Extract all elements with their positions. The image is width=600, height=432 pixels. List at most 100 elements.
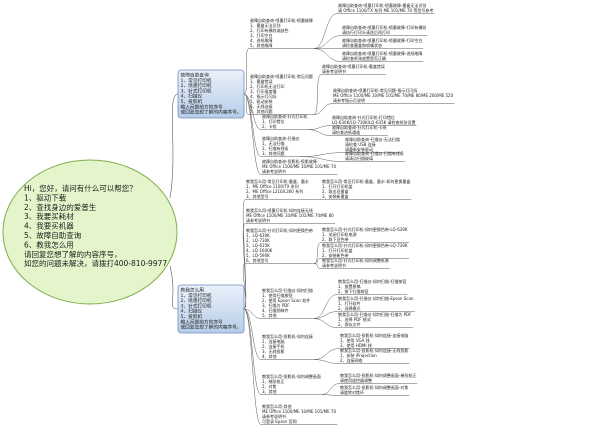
root-text-line: 请回复您想了解的内容序号，: [24, 249, 122, 259]
topic-node-text-line: 2、扫描有线条: [262, 145, 289, 151]
subtopic-node-text-line: 教我怎么用-投影机-如何连接-无线投影: [340, 347, 408, 353]
subtopic-node-text-line: 2、使用 HDMI 线: [340, 342, 372, 348]
subtopic-node[interactable]: 故障自助查询-喷墨打印机-喷墨故障-打印有横纹请执行打印头清洗后再打印: [341, 24, 428, 36]
subtopic-node[interactable]: 教我怎么用-投影机-如何调整画面-对焦请旋转对焦环: [339, 384, 410, 396]
subtopic-node-text-line: 故障自助查询-喷墨打印机-喷墨故障-打印有横纹: [342, 24, 426, 30]
topic-node-text-line: 故障自助查询-喷墨打印机-喷墨故障: [250, 17, 313, 23]
branch-text-line: 1、常见打印机: [181, 292, 212, 299]
subtopic-node-text: 故障自助查询-喷墨打印机-喷墨故障-打印有横纹请执行打印头清洗后再打印: [342, 24, 426, 35]
root-text-line: 如您的问题未解决，请拨打400-810-9977: [24, 258, 167, 268]
root-text-line: 3、我要买耗材: [24, 211, 74, 221]
topic-node-text-line: 请参考说明书: [262, 168, 286, 174]
subtopic-node-text-line: 教我怎么用-投影机-如何调整画面-对焦: [340, 384, 408, 390]
subtopic-node-text-line: 请使用遥控器调整: [340, 377, 372, 383]
connector-line: [313, 263, 322, 269]
topic-node-text-line: 可登录 Epson 官网: [262, 418, 297, 424]
topic-node-text-line: 教我怎么用-投影机-如何调整画面: [262, 373, 321, 379]
topic-node-text-line: 2、使用 Epson Scan 软件: [262, 297, 310, 303]
topic-node-text-line: 3、扫描为 PDF: [262, 302, 290, 308]
subtopic-node[interactable]: 故障自助查询-喷墨打印机-喷墨故障-进纸故障请检查纸张放置是否正确: [341, 50, 424, 62]
subtopic-node-text: 教我怎么用-投影机-如何调整画面-对焦请旋转对焦环: [340, 384, 408, 395]
topic-node-text-line: 5、其他: [262, 312, 277, 318]
branch-text-line: 5、投影机: [181, 98, 203, 105]
subtopic-node[interactable]: 故障自助查询-喷墨打印机-墨盒错误请参考说明书: [321, 63, 386, 75]
topic-node-text-line: 教我怎么用-喷墨打印机-如何连接无线: [246, 207, 313, 213]
subtopic-node[interactable]: 故障自助查询-扫描仪-扫描有线条请清洁扫描玻璃: [344, 150, 405, 162]
subtopic-node-text-line: 故障自助查询-喷墨打印机-常见问题-指示灯闪烁: [333, 87, 417, 93]
topic-node-text-line: 1、LQ-630K: [246, 233, 270, 238]
subtopic-node[interactable]: 故障自助查询-喷墨打印机-喷墨故障-墨盒无法识别请 Office 1100/TX…: [337, 2, 435, 14]
topic-node-text-line: 3、其他型号: [246, 193, 269, 199]
subtopic-node-text-line: 1、选择 PDF 格式: [338, 316, 371, 322]
subtopic-node-text-line: 请检查 USB 连接: [345, 141, 376, 147]
branch-text-line: 输入问题前方的序号: [181, 318, 224, 325]
subtopic-node-text-line: 教我怎么用-扫描仪-如何扫描-扫描按钮: [338, 278, 406, 284]
topic-node-text-line: 4、其他: [262, 353, 277, 359]
branch-box: [177, 69, 245, 119]
subtopic-node[interactable]: 教我怎么用-投影机-如何调整画面-梯形校正请使用遥控器调整: [339, 372, 418, 384]
branch-text-line: 输入问题前方的序号: [181, 103, 224, 110]
connector-line: [308, 129, 332, 136]
subtopic-node-text-line: 请旋转对焦环: [340, 389, 364, 395]
subtopic-node-text-line: 请执行打印头清洗后再打印: [342, 29, 390, 35]
subtopic-node-text: 教我怎么用-投影机-如何调整画面-梯形校正请使用遥控器调整: [340, 372, 416, 383]
topic-node-text-line: 3、打印速度慢: [250, 88, 277, 94]
subtopic-node-text-line: 请清洁扫描玻璃: [345, 155, 373, 161]
connector-line: [313, 348, 340, 360]
connector-line: [243, 308, 262, 319]
topic-node-text-line: 5、其他故障: [250, 42, 273, 48]
topic-node-text-line: 5、LQ-590K: [246, 253, 270, 258]
topic-node-text-line: 3、LQ-635K: [246, 243, 270, 248]
subtopic-node[interactable]: 故障自助查询-针式打印机-卡纸请检查进纸通道: [331, 124, 388, 136]
topic-node-text-line: 2、ME Office L210/L360 系列: [246, 188, 303, 194]
root-text-line: Hi，您好，请问有什么可以帮您？: [24, 183, 137, 193]
topic-node-text-line: 请参考说明书: [262, 413, 286, 419]
subtopic-node[interactable]: 故障自助查询-喷墨打印机-喷墨故障-打印空白请检查墨盒和喷嘴状态: [341, 37, 424, 49]
subtopic-node-text-line: 请参考说明书: [322, 262, 346, 268]
subtopic-node[interactable]: 故障自助查询-扫描仪-无法扫描请检查 USB 连接请重新安装驱动: [344, 136, 401, 153]
branch-text-line: 或回复您想了解的内容序号。: [181, 324, 242, 331]
subtopic-node-text-line: 请 Office 1100/TX 系列 ME 101/ME 70 等型号参考: [338, 7, 433, 13]
topic-node-text-line: 故障自助查询-喷墨打印机-常见问题: [250, 73, 313, 79]
subtopic-node[interactable]: 教我怎么用-针式打印机-如何调整纸厚请参考说明书: [321, 257, 390, 269]
connector-line: [313, 258, 322, 264]
